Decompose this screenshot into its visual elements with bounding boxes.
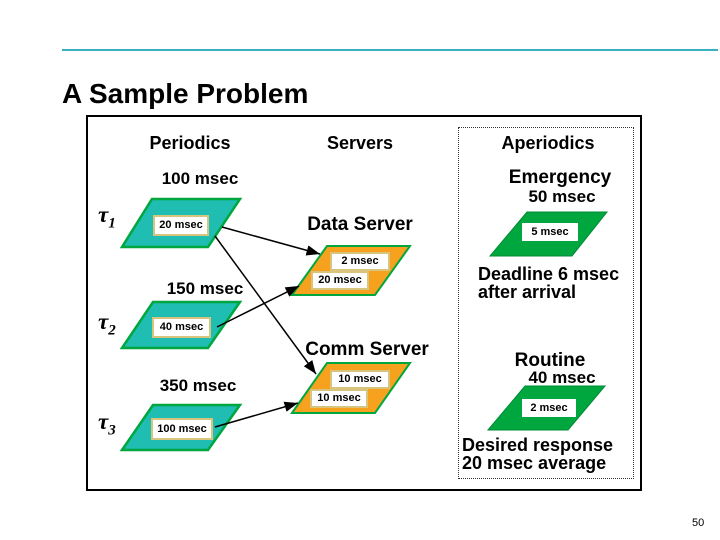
- routine-exec-box: 2 msec: [522, 399, 576, 417]
- comm-server-slot-bottom: 10 msec: [310, 389, 368, 408]
- arrow-tau1-to-comm-server: [214, 235, 317, 375]
- tau1-subscript: 1: [108, 215, 116, 232]
- header-periodics: Periodics: [149, 133, 231, 153]
- tau2-exec-box: 40 msec: [152, 317, 211, 338]
- routine-note-line2: 20 msec average: [462, 453, 607, 473]
- data-server-title: Data Server: [307, 214, 413, 235]
- arrow-tau3-to-comm-server: [214, 401, 299, 428]
- diagram-frame: [86, 115, 642, 491]
- slide-title: A Sample Problem: [62, 78, 309, 109]
- tau2-symbol: τ2: [98, 309, 116, 338]
- emergency-title: Emergency: [508, 167, 612, 188]
- header-aperiodics: Aperiodics: [501, 133, 595, 153]
- routine-title: Routine: [514, 350, 586, 371]
- routine-period: 40 msec: [528, 368, 596, 387]
- data-server-slot-top: 2 msec: [330, 252, 390, 271]
- comm-server-title: Comm Server: [305, 339, 429, 360]
- tau1-exec-box: 20 msec: [153, 215, 209, 236]
- routine-note-line1: Desired response: [462, 435, 614, 455]
- emergency-exec-box: 5 msec: [522, 223, 578, 241]
- tau3-period-label: 350 msec: [159, 376, 237, 395]
- emergency-note-line1: Deadline 6 msec: [478, 264, 620, 284]
- comm-server-slot-top: 10 msec: [330, 370, 390, 389]
- tau3-subscript: 3: [108, 422, 116, 439]
- tau2-period-label: 150 msec: [166, 279, 244, 298]
- accent-rule: [62, 49, 718, 51]
- tau1-symbol: τ1: [98, 202, 116, 231]
- tau3-symbol: τ3: [98, 409, 116, 438]
- emergency-note-line2: after arrival: [478, 282, 577, 302]
- arrow-tau1-to-data-server: [221, 226, 321, 256]
- emergency-period: 50 msec: [528, 187, 596, 206]
- tau3-exec-box: 100 msec: [151, 418, 213, 440]
- tau1-period-label: 100 msec: [161, 169, 239, 188]
- tau3-greek: τ: [98, 409, 109, 434]
- page-number: 50: [692, 517, 705, 529]
- header-servers: Servers: [326, 133, 394, 153]
- aperiodics-dotted-box: [458, 127, 634, 479]
- arrow-tau2-to-data-server: [216, 285, 300, 328]
- tau2-greek: τ: [98, 309, 109, 334]
- data-server-slot-bottom: 20 msec: [311, 271, 369, 290]
- tau2-subscript: 2: [108, 322, 116, 339]
- tau1-greek: τ: [98, 202, 109, 227]
